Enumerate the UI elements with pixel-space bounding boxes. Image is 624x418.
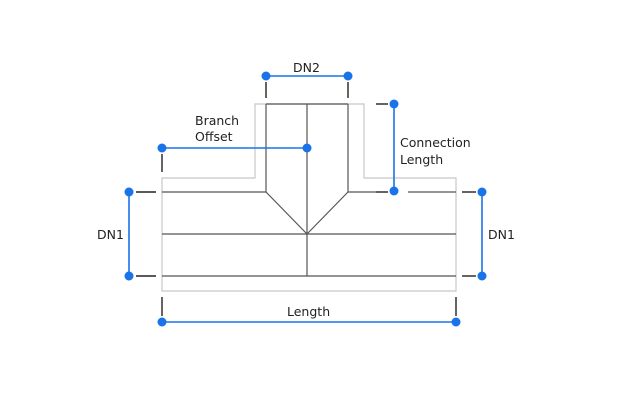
connection-length-handle-top[interactable] <box>389 99 399 109</box>
length-handle-right[interactable] <box>451 317 461 327</box>
dn1-right-handle-top[interactable] <box>477 187 487 197</box>
dn1-right-handle-bottom[interactable] <box>477 271 487 281</box>
dn1-right-label: DN1 <box>488 227 515 242</box>
branch-offset-handle-end[interactable] <box>302 143 312 153</box>
connection-length-handle-bottom[interactable] <box>389 186 399 196</box>
connection-length-label-line2: Length <box>400 152 444 167</box>
dimension-handles <box>124 71 487 327</box>
dn2-handle-left[interactable] <box>261 71 271 81</box>
branch-offset-label-line2: Offset <box>195 129 233 144</box>
extension-ticks <box>136 82 476 316</box>
miter-left <box>265 191 308 235</box>
length-label: Length <box>287 304 331 319</box>
dn1-left-handle-top[interactable] <box>124 187 134 197</box>
branch-offset-label-line1: Branch <box>195 113 240 128</box>
dn2-handle-right[interactable] <box>343 71 353 81</box>
length-handle-left[interactable] <box>157 317 167 327</box>
fitting-envelope <box>161 103 457 292</box>
dn1-left-label: DN1 <box>97 227 124 242</box>
dn1-left-handle-bottom[interactable] <box>124 271 134 281</box>
connection-length-label-line1: Connection <box>400 135 471 150</box>
tee-body <box>162 103 456 277</box>
miter-right <box>306 191 349 235</box>
branch-offset-handle-start[interactable] <box>157 143 167 153</box>
dimension-lines <box>128 75 483 323</box>
dn2-label: DN2 <box>293 60 320 75</box>
